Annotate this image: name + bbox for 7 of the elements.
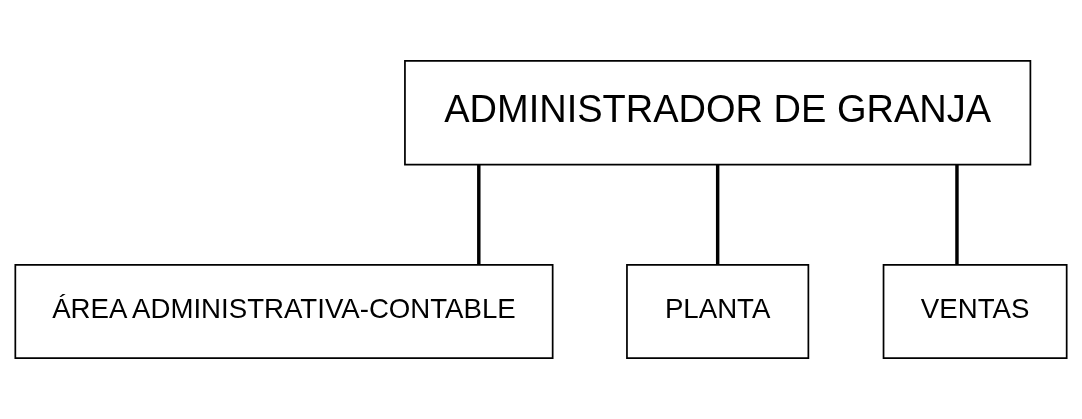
connector: [955, 164, 959, 265]
node-box: ÁREA ADMINISTRATIVA-CONTABLE: [14, 263, 554, 359]
node-box: ADMINISTRADOR DE GRANJA: [404, 60, 1032, 166]
connector: [715, 164, 720, 265]
node-box: PLANTA: [626, 263, 810, 359]
connector: [477, 164, 481, 265]
node-box: VENTAS: [882, 263, 1068, 359]
